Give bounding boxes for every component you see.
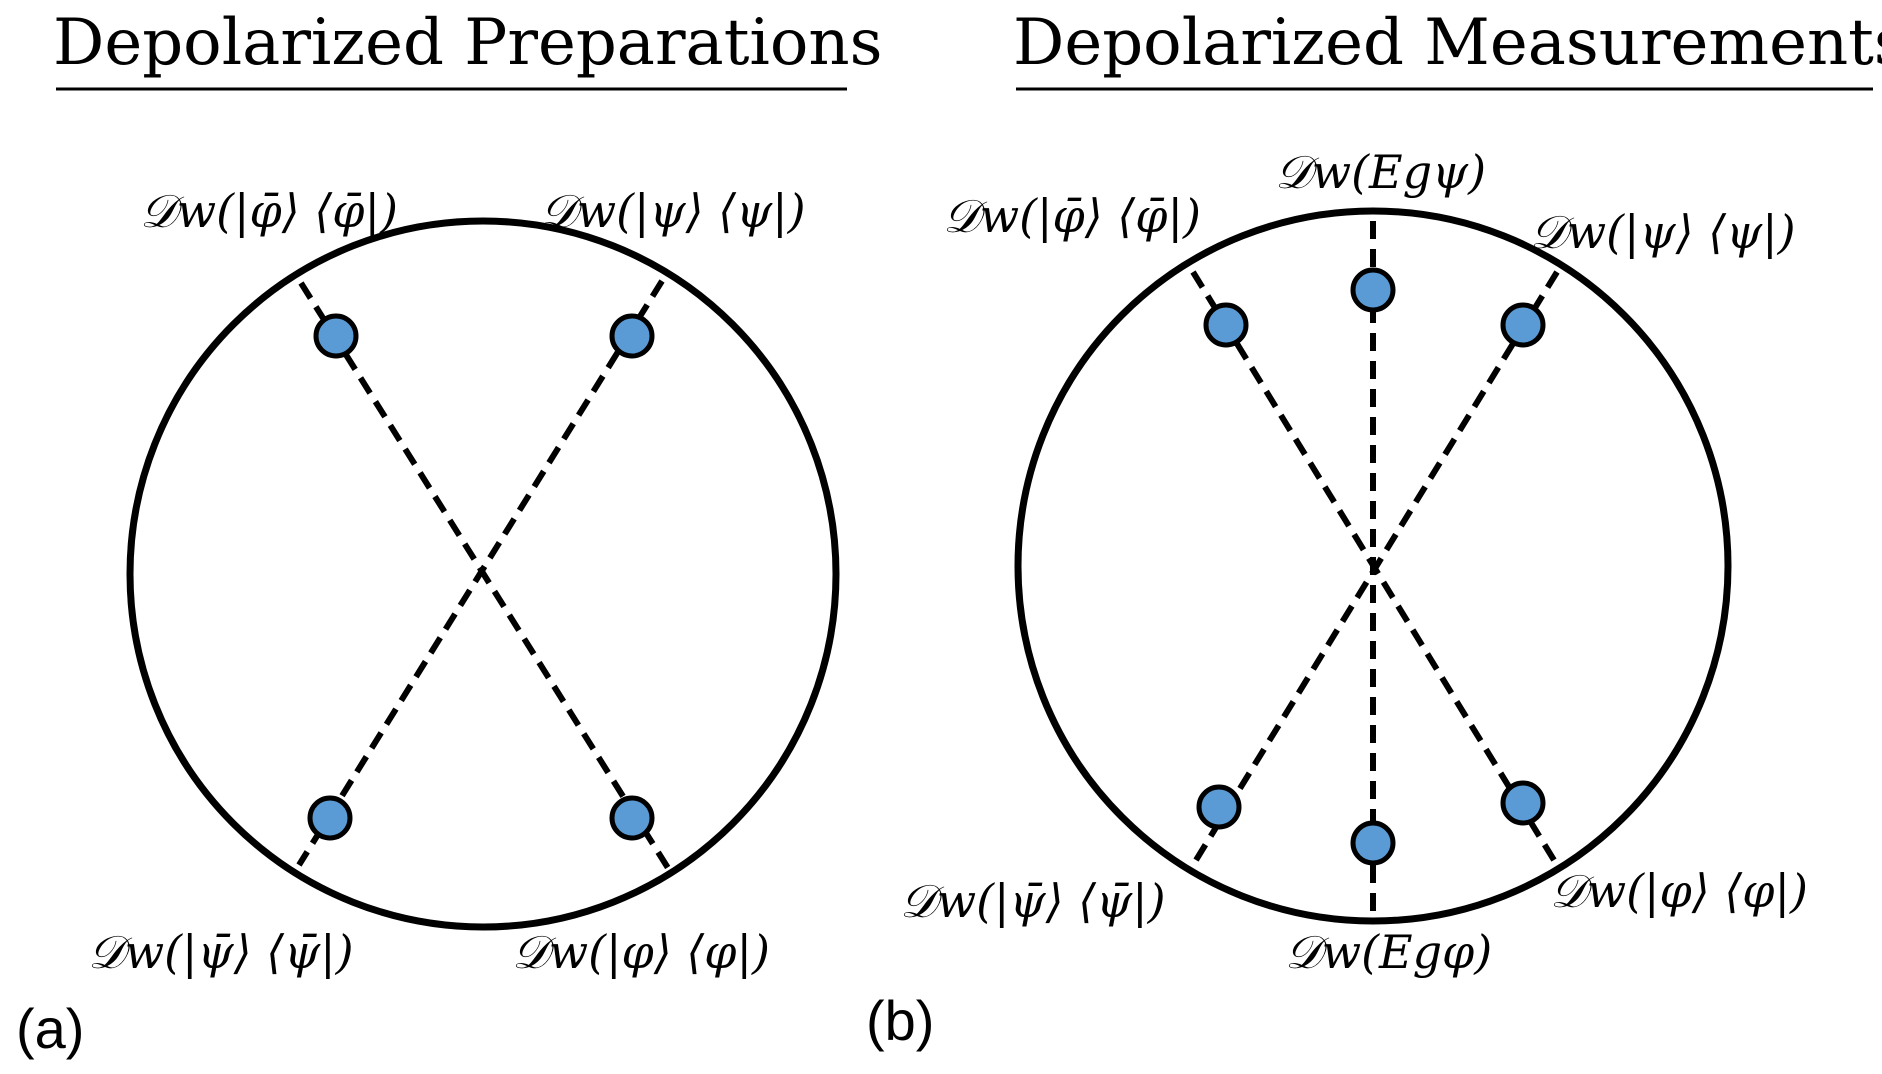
panel-b-label-e-phi: 𝒟w(Egφ) bbox=[1285, 925, 1492, 979]
panel-a: Depolarized Preparations 𝒟w(|φ̄⟩ ⟨φ̄|) 𝒟… bbox=[16, 6, 882, 1060]
panel-a-circle bbox=[126, 217, 840, 931]
panel-b-label-phi: 𝒟w(|φ⟩ ⟨φ|) bbox=[1550, 864, 1808, 918]
panel-a-label-phibar: 𝒟w(|φ̄⟩ ⟨φ̄|) bbox=[140, 184, 398, 238]
panel-a-diagonal-phibar-phi bbox=[298, 281, 671, 870]
panel-a-point-phibar bbox=[313, 313, 359, 359]
panel-b-diagonal-psi-psibar bbox=[1190, 270, 1560, 867]
panel-a-letter: (a) bbox=[16, 997, 84, 1060]
panel-b-label-e-psi: 𝒟w(Egψ) bbox=[1275, 145, 1486, 199]
panel-a-point-psibar bbox=[307, 795, 353, 841]
panel-b-circle bbox=[1014, 207, 1732, 925]
panel-a-title: Depolarized Preparations bbox=[53, 6, 882, 80]
panel-b-point-phi bbox=[1500, 780, 1546, 826]
panel-a-point-psi bbox=[609, 313, 655, 359]
panel-b-label-psi: 𝒟w(|ψ⟩ ⟨ψ|) bbox=[1530, 205, 1796, 259]
panel-b: Depolarized Measurements 𝒟w(Egψ) 𝒟w(|φ̄⟩… bbox=[866, 6, 1882, 1052]
panel-b-point-phibar bbox=[1203, 302, 1249, 348]
panel-a-label-psibar: 𝒟w(|ψ̄⟩ ⟨ψ̄|) bbox=[88, 925, 354, 979]
panel-a-diagonal-psi-psibar bbox=[296, 279, 665, 867]
panel-a-point-phi bbox=[609, 795, 655, 841]
panel-b-letter: (b) bbox=[866, 989, 934, 1052]
panel-b-point-psi bbox=[1500, 302, 1546, 348]
panel-a-label-psi: 𝒟w(|ψ⟩ ⟨ψ|) bbox=[540, 184, 806, 238]
panel-b-point-e-psi bbox=[1350, 267, 1396, 313]
panel-b-label-psibar: 𝒟w(|ψ̄⟩ ⟨ψ̄|) bbox=[900, 874, 1166, 928]
panel-b-point-psibar bbox=[1196, 784, 1242, 830]
panel-b-label-phibar: 𝒟w(|φ̄⟩ ⟨φ̄|) bbox=[943, 189, 1201, 243]
panel-b-point-e-phi bbox=[1350, 820, 1396, 866]
panel-b-title: Depolarized Measurements bbox=[1013, 6, 1882, 80]
panel-a-label-phi: 𝒟w(|φ⟩ ⟨φ|) bbox=[512, 925, 770, 979]
